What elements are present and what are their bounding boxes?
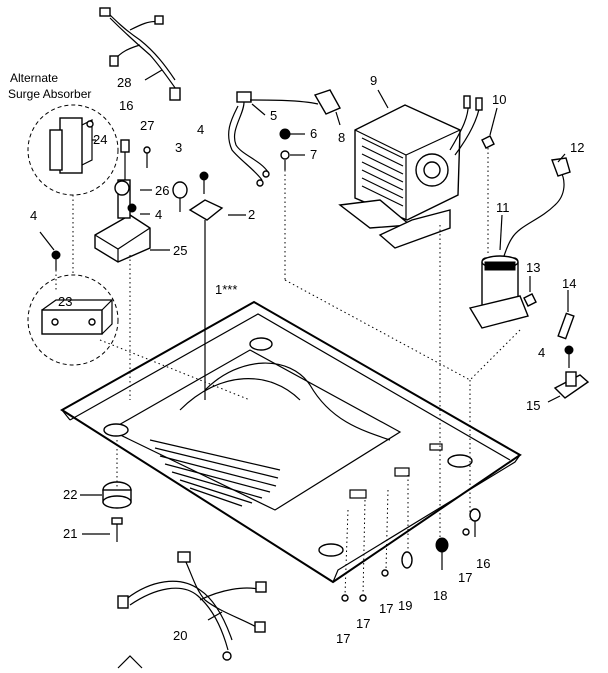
- wire-harness-top: [99, 7, 181, 101]
- label-4-right: 4: [538, 345, 545, 360]
- surge-absorber-group: [27, 274, 119, 366]
- part-2-bracket: [188, 199, 224, 400]
- label-14: 14: [562, 276, 576, 291]
- wire-12: [503, 157, 571, 257]
- label-3: 3: [175, 140, 182, 155]
- label-16-top: 16: [119, 98, 133, 113]
- connector-8: [313, 89, 341, 115]
- foot-22: [102, 481, 132, 509]
- alternate-label-line1: Alternate: [10, 71, 58, 85]
- screw-4-top: [199, 171, 209, 194]
- label-17-c: 17: [356, 616, 370, 631]
- label-20: 20: [173, 628, 187, 643]
- label-17-a: 17: [458, 570, 472, 585]
- vent-grille: [149, 439, 281, 507]
- label-8: 8: [338, 130, 345, 145]
- callout-labels: Alternate Surge Absorber 28 16 27 24 26 …: [8, 71, 584, 646]
- guide-lines: [55, 148, 521, 596]
- diode-15: [553, 371, 590, 399]
- screw-18: [435, 537, 449, 570]
- part-14: [557, 312, 575, 340]
- wire-5: [228, 91, 319, 187]
- label-5: 5: [270, 108, 277, 123]
- part-3-clip: [172, 181, 188, 212]
- screw-21: [111, 517, 123, 542]
- label-11: 11: [496, 200, 510, 215]
- screw-13: [523, 293, 537, 307]
- label-17-d: 17: [336, 631, 350, 646]
- label-21: 21: [63, 526, 77, 541]
- label-4-bracket: 4: [155, 207, 162, 222]
- leader-lines: [39, 69, 569, 621]
- capacitor-11: [468, 255, 529, 329]
- label-6: 6: [310, 126, 317, 141]
- label-27: 27: [140, 118, 154, 133]
- screw-4-right: [564, 345, 574, 368]
- screw-17-a: [462, 528, 470, 536]
- screw-17-b: [381, 569, 389, 577]
- label-24: 24: [93, 132, 107, 147]
- base-plate: [60, 300, 522, 584]
- screw-17-c: [359, 594, 367, 602]
- label-22: 22: [63, 487, 77, 502]
- screw-4-bracket: [127, 203, 137, 213]
- screw-16-bottom: [469, 508, 481, 537]
- corner-mark: [117, 655, 143, 669]
- label-12: 12: [570, 140, 584, 155]
- label-25: 25: [173, 243, 187, 258]
- label-4-left: 4: [30, 208, 37, 223]
- label-13: 13: [526, 260, 540, 275]
- label-26: 26: [155, 183, 169, 198]
- label-19: 19: [398, 598, 412, 613]
- label-15: 15: [526, 398, 540, 413]
- screw-17-d: [341, 594, 349, 602]
- label-9: 9: [370, 73, 377, 88]
- label-17-b: 17: [379, 601, 393, 616]
- label-16-bottom: 16: [476, 556, 490, 571]
- screw-27: [143, 146, 151, 168]
- label-10: 10: [492, 92, 506, 107]
- screw-19: [401, 551, 413, 569]
- screw-16-top: [120, 139, 130, 180]
- alternate-surge-absorber-group: [27, 104, 119, 196]
- label-7: 7: [310, 147, 317, 162]
- transformer-9: [338, 95, 483, 249]
- label-4-top: 4: [197, 122, 204, 137]
- label-23: 23: [58, 294, 72, 309]
- label-28: 28: [117, 75, 131, 90]
- label-18: 18: [433, 588, 447, 603]
- wire-harness-bottom: [117, 551, 267, 661]
- screw-4-left: [51, 250, 61, 270]
- screw-10: [481, 135, 495, 149]
- bracket-25: [94, 179, 151, 263]
- alternate-label-line2: Surge Absorber: [8, 87, 91, 101]
- label-1: 1***: [215, 282, 237, 297]
- label-2: 2: [248, 207, 255, 222]
- parts-6-7: [279, 128, 291, 170]
